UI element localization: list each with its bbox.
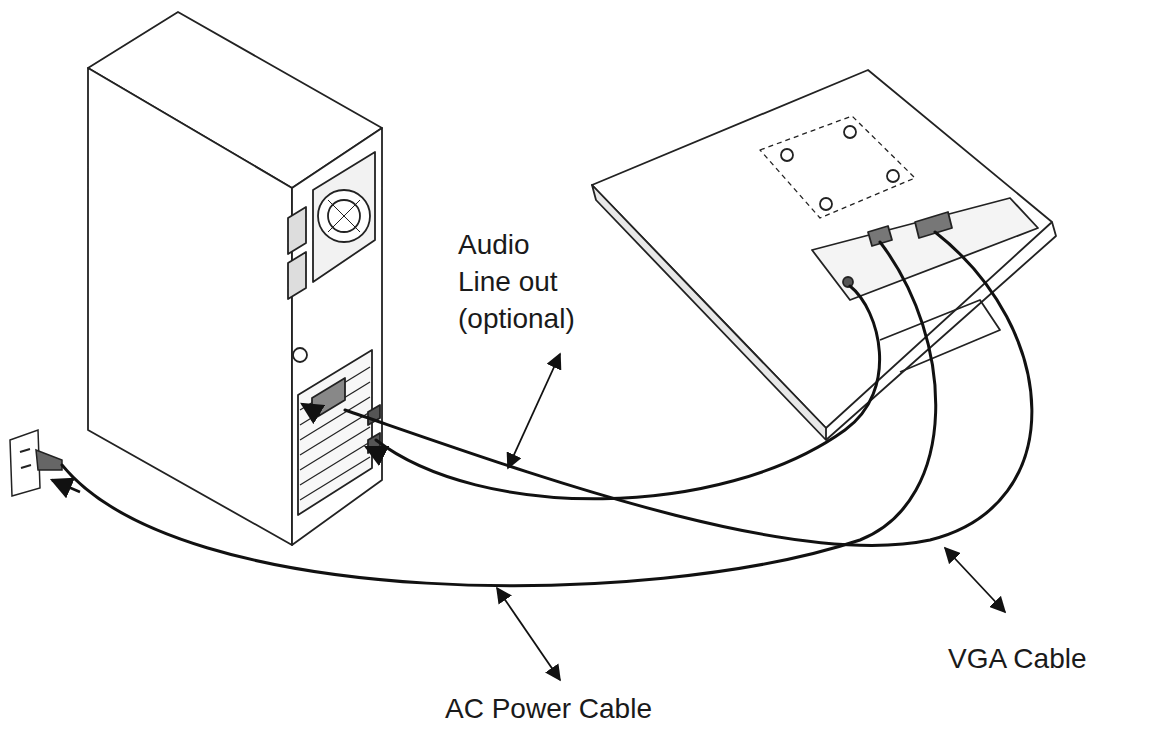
wall-outlet <box>10 430 62 496</box>
computer-tower <box>88 12 382 545</box>
audio-cable <box>376 286 880 499</box>
callout-label: AC Power Cable <box>445 690 705 727</box>
callout-label: VGA Cable <box>948 640 1148 677</box>
callout-label: Audio Line out (optional) <box>458 226 582 337</box>
leader-arrows <box>497 354 1005 680</box>
vga-cable <box>345 232 1032 545</box>
plug-arrows <box>52 404 382 492</box>
monitor <box>592 70 1056 440</box>
expansion-slot <box>300 457 370 500</box>
